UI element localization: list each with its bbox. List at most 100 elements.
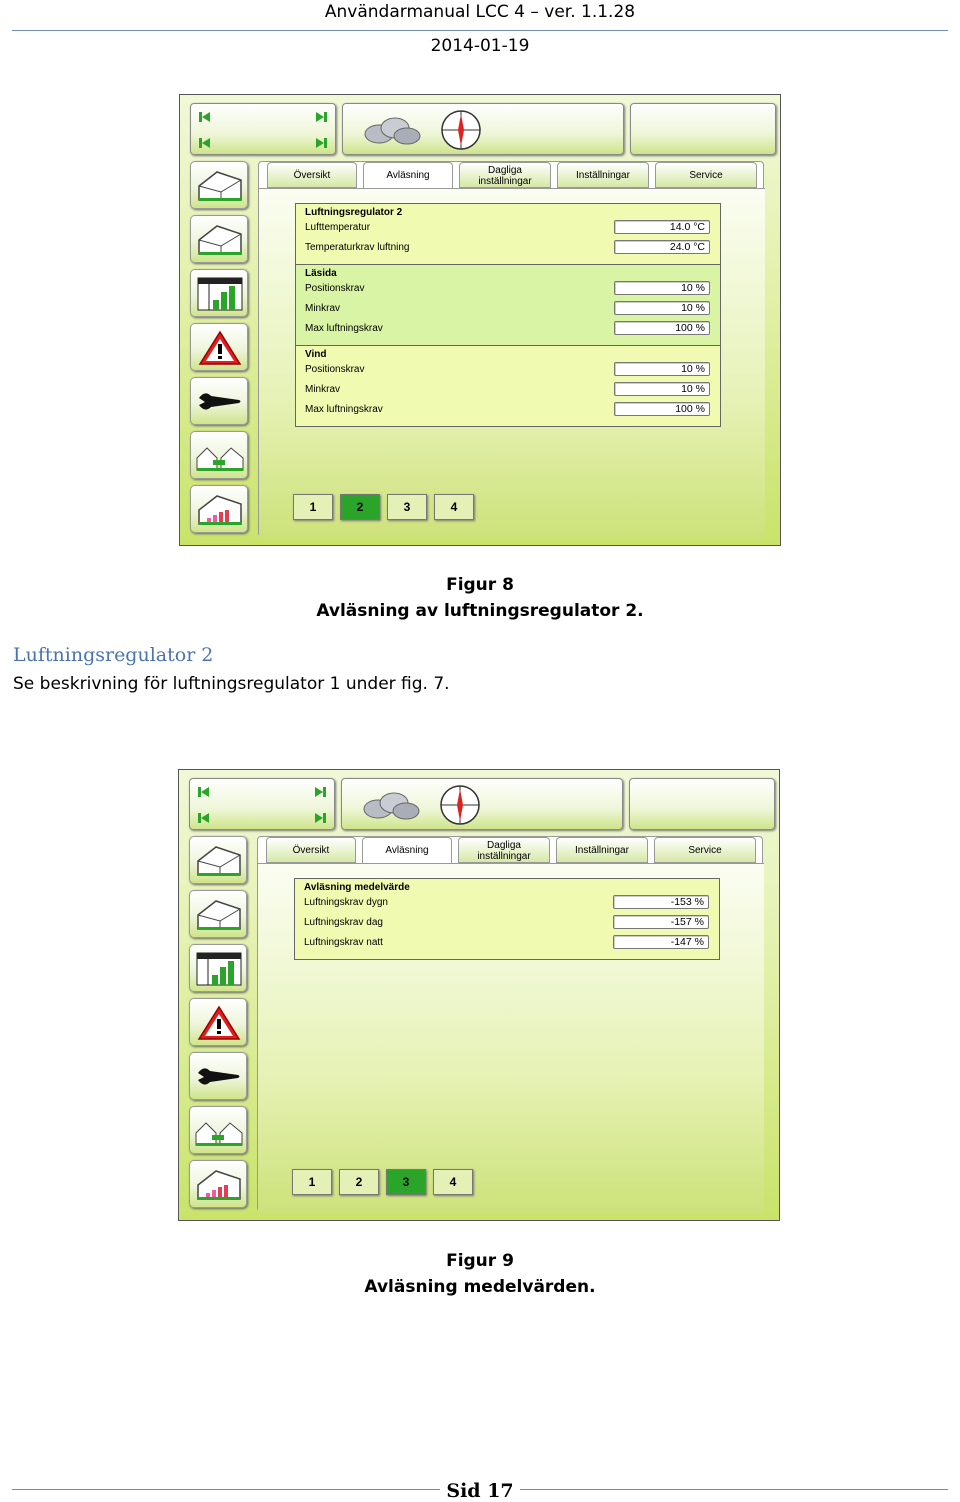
info-panel [630, 103, 776, 155]
readout-label: Minkrav [305, 384, 341, 395]
weather-panel [341, 778, 623, 830]
nav-button-5[interactable] [189, 1052, 247, 1100]
greenhouse-chart-icon [197, 1170, 241, 1200]
group-title: Vind [305, 349, 327, 360]
weather-panel [342, 103, 624, 155]
previous-function-icon[interactable] [198, 813, 210, 823]
nav-button-6[interactable] [189, 1106, 247, 1154]
zone-selector [190, 103, 336, 155]
group-title: Läsida [305, 268, 337, 279]
page-button-3[interactable]: 3 [387, 494, 427, 520]
compass-icon [441, 110, 481, 150]
tab-5[interactable]: Service [654, 837, 756, 863]
tab-label: Service [688, 845, 722, 856]
next-zone-icon[interactable] [315, 112, 327, 122]
nav-button-7[interactable] [189, 1160, 247, 1208]
greenhouse-icon [197, 900, 241, 930]
nav-button-2[interactable] [190, 215, 248, 263]
wrench-icon [199, 393, 241, 410]
page-button-2[interactable]: 2 [339, 1169, 379, 1195]
group-title: Luftningsregulator 2 [305, 207, 403, 218]
readout-value: 10 % [614, 301, 710, 315]
tab-label-line2: inställningar [477, 851, 531, 862]
readout-value: -147 % [613, 935, 709, 949]
nav-button-3[interactable] [190, 269, 248, 317]
page-button-3[interactable]: 3 [386, 1169, 426, 1195]
tab-label: Inställningar [575, 845, 629, 856]
nav-button-3[interactable] [189, 944, 247, 992]
greenhouses-icon [195, 1122, 243, 1146]
readout-label: Luftningskrav natt [304, 937, 383, 948]
readout-label: Luftningskrav dag [304, 917, 383, 928]
nav-button-2[interactable] [189, 890, 247, 938]
next-zone-icon[interactable] [314, 787, 326, 797]
document-title: Användarmanual LCC 4 – ver. 1.1.28 [324, 2, 636, 22]
nav-button-7[interactable] [190, 485, 248, 533]
readout-label: Luftningskrav dygn [304, 897, 388, 908]
header-divider [12, 30, 948, 31]
nav-button-6[interactable] [190, 431, 248, 479]
info-panel [629, 778, 775, 830]
compass-icon [440, 785, 480, 825]
nav-button-1[interactable] [190, 161, 248, 209]
previous-zone-icon[interactable] [199, 112, 211, 122]
page-button-1[interactable]: 1 [293, 494, 333, 520]
figure-8-description: Avläsning av luftningsregulator 2. [316, 601, 644, 621]
tab-2[interactable]: Avläsning [363, 162, 453, 190]
chart-table-icon [197, 277, 243, 311]
tab-label-line2: inställningar [478, 176, 532, 187]
nav-button-5[interactable] [190, 377, 248, 425]
chart-table-icon [196, 952, 242, 986]
tab-4[interactable]: Inställningar [557, 162, 649, 188]
tab-2[interactable]: Avläsning [362, 837, 452, 865]
readout-value: 10 % [614, 281, 710, 295]
page-button-4[interactable]: 4 [434, 494, 474, 520]
wrench-icon [198, 1068, 240, 1085]
tab-label: Översikt [293, 170, 331, 181]
tab-label: Översikt [292, 845, 330, 856]
readout-value: 10 % [614, 382, 710, 396]
greenhouses-icon [196, 447, 244, 471]
group-title: Avläsning medelvärde [304, 882, 410, 893]
tab-label: Avläsning [385, 845, 429, 856]
tab-1[interactable]: Översikt [267, 162, 357, 188]
readout-value: -153 % [613, 895, 709, 909]
nav-button-1[interactable] [189, 836, 247, 884]
readout-label: Max luftningskrav [305, 404, 383, 415]
document-date: 2014-01-19 [430, 36, 530, 56]
next-function-icon[interactable] [314, 813, 326, 823]
readout-value: 14.0 °C [614, 220, 710, 234]
tab-1[interactable]: Översikt [266, 837, 356, 863]
tab-label: Dagliga [487, 840, 521, 851]
tab-5[interactable]: Service [655, 162, 757, 188]
nav-button-4[interactable] [189, 998, 247, 1046]
page-button-4[interactable]: 4 [433, 1169, 473, 1195]
next-function-icon[interactable] [315, 138, 327, 148]
tab-4[interactable]: Inställningar [556, 837, 648, 863]
cloud-icon [364, 117, 421, 145]
greenhouse-chart-icon [198, 495, 242, 525]
page-footer: Sid 17 [0, 1480, 960, 1502]
zone-selector [189, 778, 335, 830]
previous-zone-icon[interactable] [198, 787, 210, 797]
previous-function-icon[interactable] [199, 138, 211, 148]
page-number: Sid 17 [440, 1480, 520, 1502]
tab-label: Service [689, 170, 723, 181]
page-button-2[interactable]: 2 [340, 494, 380, 520]
nav-button-4[interactable] [190, 323, 248, 371]
readout-label: Temperaturkrav luftning [305, 242, 410, 253]
readout-value: -157 % [613, 915, 709, 929]
page-button-1[interactable]: 1 [292, 1169, 332, 1195]
warning-icon [197, 1005, 241, 1040]
warning-icon [198, 330, 242, 365]
greenhouse-icon [198, 225, 242, 255]
